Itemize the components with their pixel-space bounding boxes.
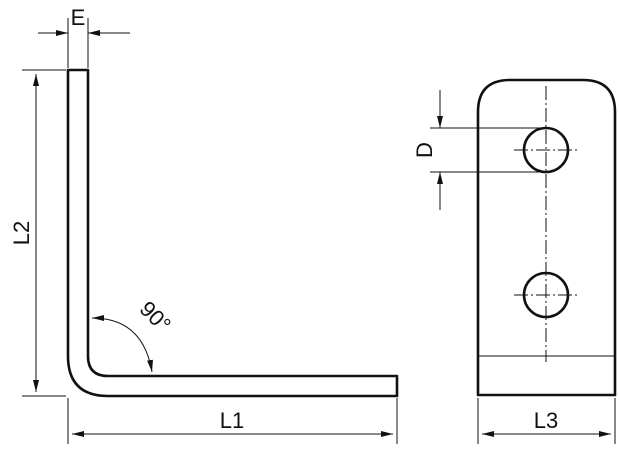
dimension-l1: L1 — [67, 398, 398, 444]
label-d: D — [412, 142, 437, 158]
label-angle: 90° — [135, 296, 176, 337]
dimension-l3: L3 — [477, 398, 616, 444]
dimension-l2: L2 — [9, 69, 66, 397]
angle-90: 90° — [91, 296, 176, 373]
front-view: D L3 — [412, 78, 617, 444]
label-e: E — [71, 5, 86, 30]
side-view: E L2 L1 90° — [9, 5, 399, 444]
l-bracket-profile — [66, 68, 399, 398]
dimension-e: E — [38, 5, 130, 68]
label-l3: L3 — [534, 408, 558, 433]
dimension-d: D — [412, 90, 546, 210]
label-l2: L2 — [9, 221, 34, 245]
plate-outline — [476, 78, 617, 397]
label-l1: L1 — [220, 408, 244, 433]
